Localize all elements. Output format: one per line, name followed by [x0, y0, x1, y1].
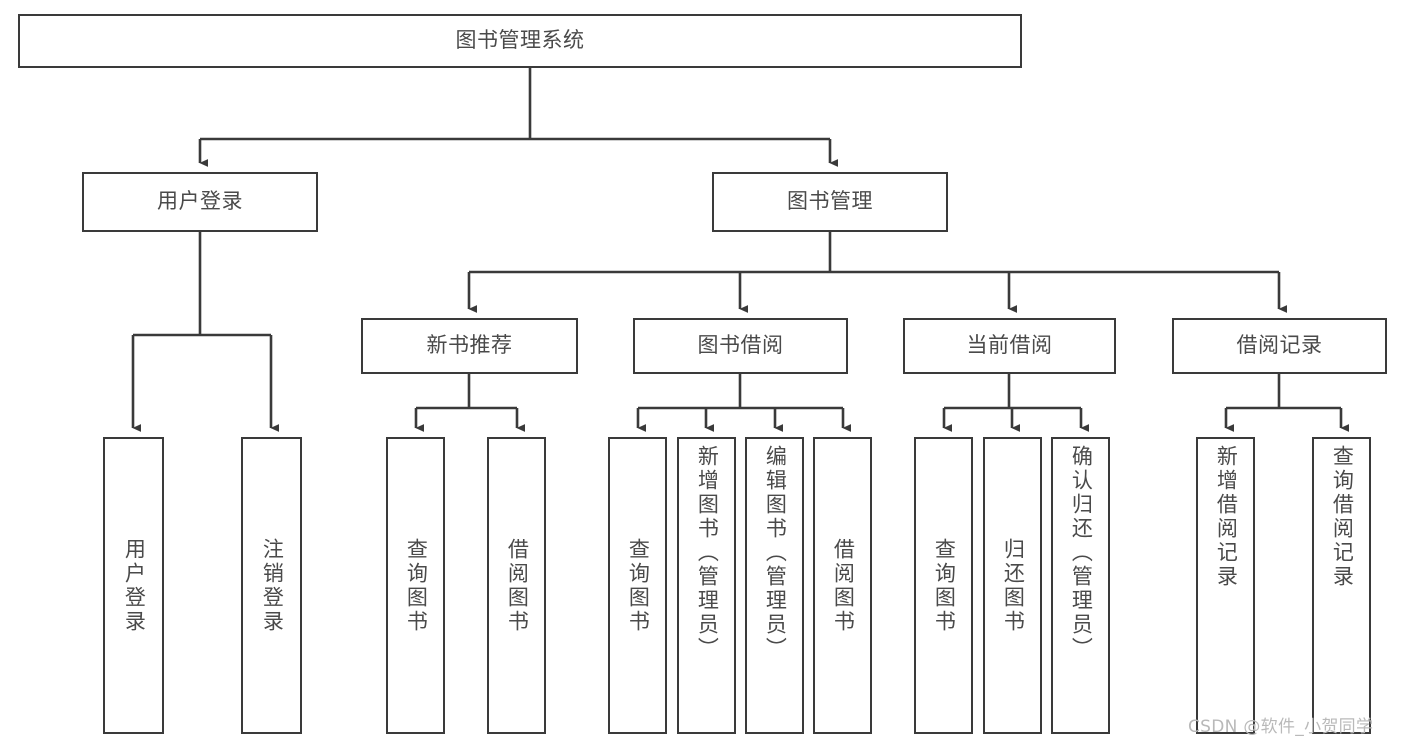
node-label: 查询图书 — [932, 537, 957, 634]
node-leaf-borrow-book-2[interactable]: 借阅图书 — [813, 437, 872, 734]
node-leaf-return-book[interactable]: 归还图书 — [983, 437, 1042, 734]
node-label: 查询借阅记录 — [1330, 445, 1355, 589]
node-label: 新增借阅记录 — [1214, 445, 1239, 589]
node-leaf-query-book-1[interactable]: 查询图书 — [386, 437, 445, 734]
node-user-login[interactable]: 用户登录 — [82, 172, 318, 232]
node-label: 用户登录 — [122, 537, 147, 634]
node-root[interactable]: 图书管理系统 — [18, 14, 1022, 68]
node-book-borrow[interactable]: 图书借阅 — [633, 318, 848, 374]
node-leaf-add-book[interactable]: 新增图书（管理员） — [677, 437, 736, 734]
edges-book-manage — [467, 232, 1288, 314]
edges-current-borrow — [942, 374, 1090, 433]
node-label: 图书借阅 — [697, 333, 784, 358]
node-current-borrow[interactable]: 当前借阅 — [903, 318, 1116, 374]
node-borrow-record[interactable]: 借阅记录 — [1172, 318, 1387, 374]
node-label: 查询图书 — [626, 537, 651, 634]
node-leaf-query-book-3[interactable]: 查询图书 — [914, 437, 973, 734]
node-label: 归还图书 — [1001, 537, 1026, 634]
node-label: 确认归还（管理员） — [1069, 445, 1094, 661]
node-label: 查询图书 — [404, 537, 429, 634]
node-book-manage[interactable]: 图书管理 — [712, 172, 948, 232]
node-leaf-query-book-2[interactable]: 查询图书 — [608, 437, 667, 734]
node-leaf-edit-book[interactable]: 编辑图书（管理员） — [745, 437, 804, 734]
node-new-book-recommend[interactable]: 新书推荐 — [361, 318, 578, 374]
edges-borrow-record — [1224, 374, 1350, 433]
node-leaf-add-record[interactable]: 新增借阅记录 — [1196, 437, 1255, 734]
edges-user-login — [131, 232, 280, 433]
csdn-watermark: CSDN @软件_小贺同学 — [1188, 717, 1374, 737]
node-label: 新增图书（管理员） — [695, 445, 720, 661]
node-leaf-borrow-book-1[interactable]: 借阅图书 — [487, 437, 546, 734]
node-label: 用户登录 — [157, 189, 243, 214]
node-leaf-user-login[interactable]: 用户登录 — [103, 437, 164, 734]
edges-root — [198, 68, 839, 168]
node-leaf-confirm-return[interactable]: 确认归还（管理员） — [1051, 437, 1110, 734]
node-label: 图书管理系统 — [455, 28, 585, 53]
node-leaf-user-logout[interactable]: 注销登录 — [241, 437, 302, 734]
node-label: 借阅记录 — [1236, 333, 1323, 358]
node-label: 注销登录 — [260, 537, 285, 634]
node-label: 编辑图书（管理员） — [763, 445, 788, 661]
node-label: 借阅图书 — [831, 537, 856, 634]
node-label: 图书管理 — [787, 189, 873, 214]
node-label: 借阅图书 — [505, 537, 530, 634]
node-label: 新书推荐 — [426, 333, 513, 358]
node-label: 当前借阅 — [966, 333, 1053, 358]
edges-new-book-recommend — [414, 374, 526, 433]
node-leaf-query-record[interactable]: 查询借阅记录 — [1312, 437, 1371, 734]
edges-book-borrow — [636, 374, 852, 433]
